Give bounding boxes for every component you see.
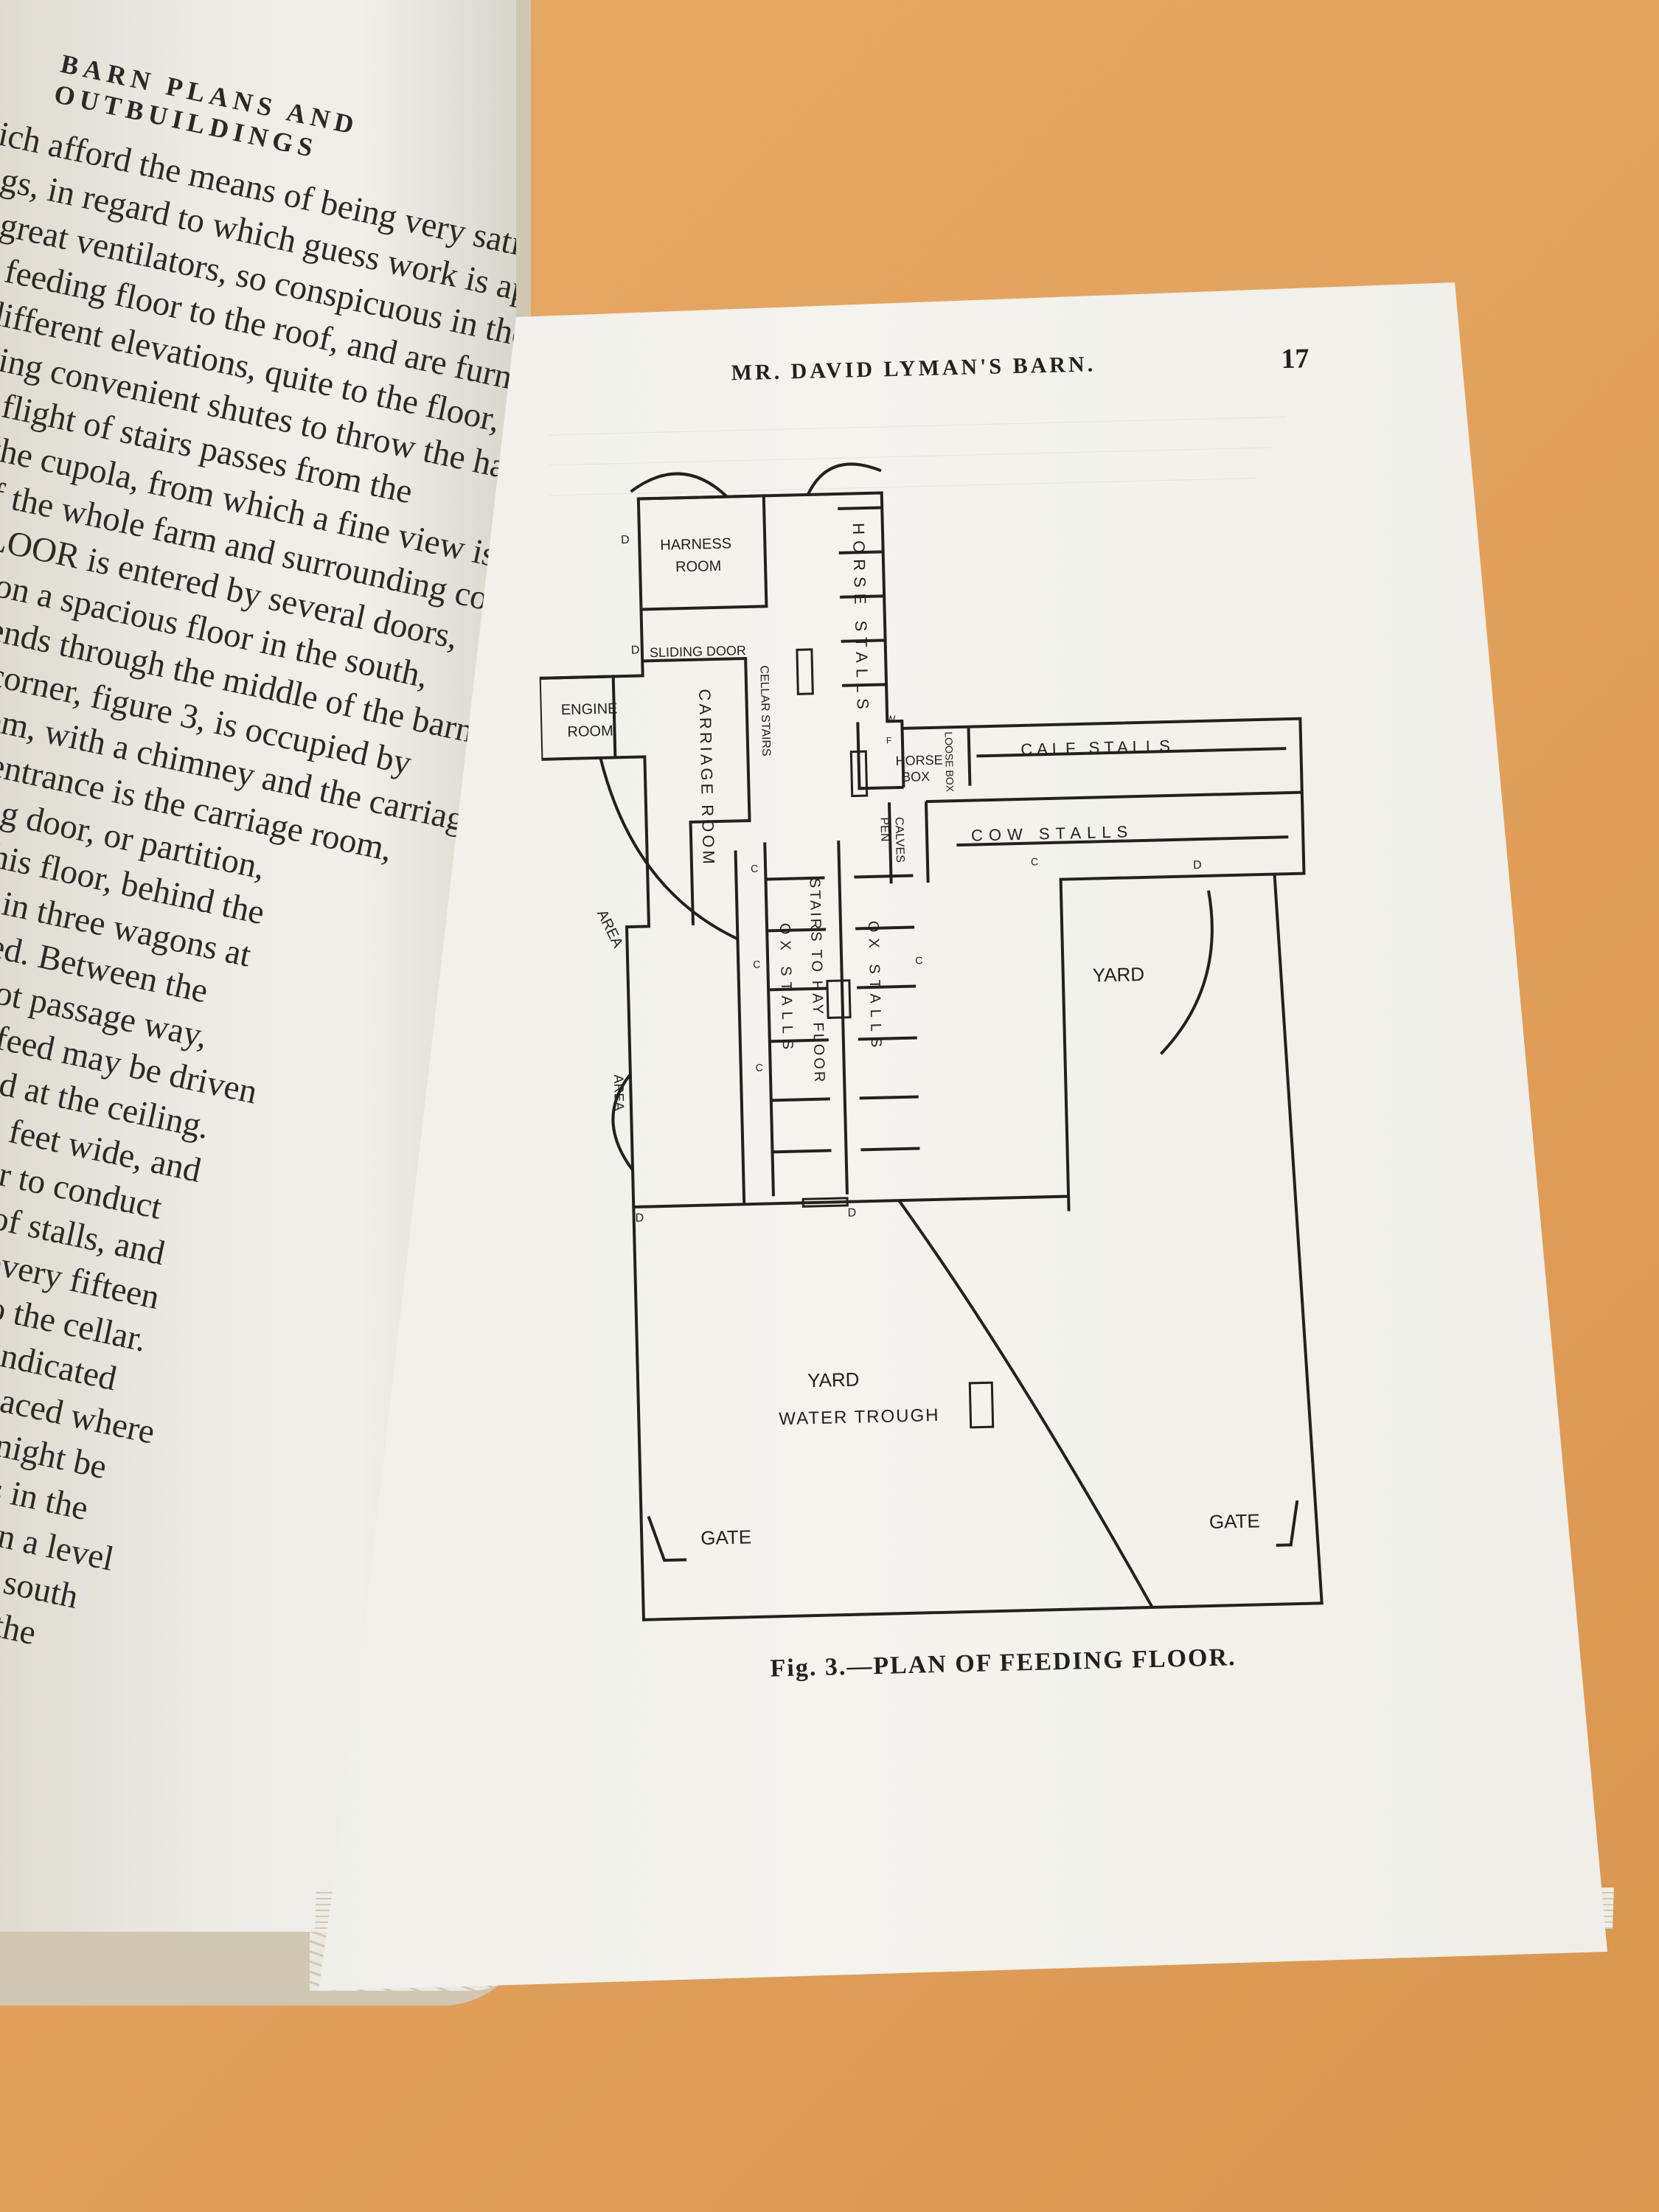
label-f: F [886, 735, 892, 745]
label-c-4: C [915, 954, 923, 966]
label-ox-stalls-right: OX STALLS [865, 921, 884, 1054]
floor-plan: HARNESS ROOM ENGINE ROOM SLIDING DOOR CA… [538, 462, 1324, 1621]
page-number: 17 [1280, 343, 1310, 375]
label-calf-stalls: CALF STALLS [1020, 737, 1175, 759]
label-sliding-door: SLIDING DOOR [650, 643, 746, 660]
label-cellar-stairs: CELLAR STAIRS [757, 665, 772, 757]
label-ox-stalls-left: OX STALLS [776, 923, 796, 1056]
label-horse: HORSE [895, 753, 942, 769]
label-area-lower: AREA [611, 1074, 627, 1111]
engine-room-outline [539, 675, 617, 758]
label-door-d-2: D [631, 644, 640, 657]
water-trough-shape [968, 1381, 995, 1429]
label-engine: ENGINE [561, 700, 618, 718]
label-c-5: C [1031, 855, 1039, 867]
label-engine-room: ROOM [567, 723, 613, 740]
label-area-left: AREA [594, 907, 626, 950]
plan-outline [538, 491, 1306, 1209]
label-door-d-5: D [847, 1207, 856, 1220]
label-door-d-4: D [635, 1212, 644, 1225]
label-yard-upper: YARD [1092, 963, 1144, 987]
harness-room-outline [638, 494, 768, 611]
label-harness: HARNESS [660, 535, 731, 553]
label-w: W [886, 713, 896, 725]
label-calves: CALVES [892, 817, 906, 863]
label-calves-pen: PEN [877, 817, 891, 841]
yard-outline [632, 874, 1324, 1621]
label-loose-box: LOOSE BOX [943, 731, 956, 793]
label-c-2: C [753, 959, 761, 970]
label-gate-right: GATE [1209, 1509, 1261, 1533]
label-door-d-3: D [1193, 859, 1202, 872]
label-harness-room: ROOM [675, 558, 722, 576]
label-yard-lower: YARD [807, 1368, 860, 1392]
label-c-1: C [751, 863, 759, 874]
label-gate-left: GATE [700, 1526, 752, 1549]
label-horse-box: BOX [902, 769, 930, 785]
label-cow-stalls: COW STALLS [971, 822, 1134, 844]
label-door-d-1: D [621, 534, 630, 546]
label-carriage-room: CARRIAGE ROOM [695, 689, 718, 867]
label-stairs-to-hay-floor: STAIRS TO HAY FLOOR [806, 878, 827, 1085]
running-head: MR. DAVID LYMAN'S BARN. [731, 352, 1096, 386]
label-c-3: C [756, 1062, 764, 1074]
figure-caption: Fig. 3.—PLAN OF FEEDING FLOOR. [770, 1644, 1237, 1683]
right-page-content: MR. DAVID LYMAN'S BARN. 17 [531, 299, 1602, 1947]
label-water-trough: WATER TROUGH [779, 1405, 940, 1429]
